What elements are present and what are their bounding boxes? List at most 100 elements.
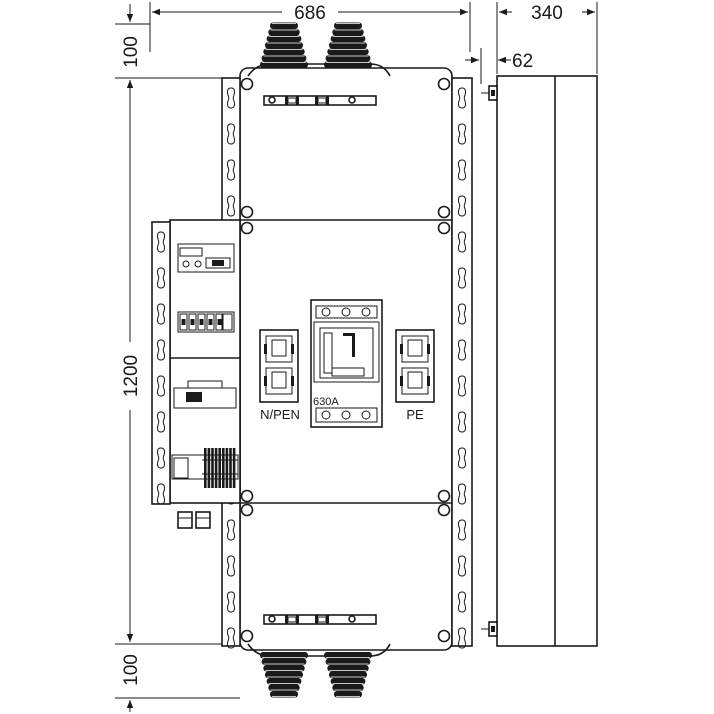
- rail-slot: [156, 483, 166, 505]
- rail-slot: [156, 447, 166, 469]
- rail-slot: [156, 267, 166, 289]
- terminal: [214, 448, 218, 488]
- mcb-toggle: [199, 319, 204, 325]
- terminal: [207, 448, 211, 488]
- terminal: [211, 448, 214, 488]
- neutral-terminal: N/PEN: [259, 329, 300, 422]
- screw: [437, 77, 451, 91]
- rail-slot: [457, 447, 467, 469]
- terminal: [204, 448, 207, 488]
- screw: [437, 205, 451, 219]
- rail-slot: [457, 267, 467, 289]
- rail-slot: [457, 591, 467, 613]
- rail-slot: [156, 339, 166, 361]
- dimension-height-bottom: 100: [115, 654, 240, 712]
- gland-ring: [329, 671, 367, 678]
- gland-ring: [325, 55, 371, 62]
- earth-terminal: PE: [395, 329, 435, 422]
- rail-slot: [226, 123, 236, 145]
- dimension-width-label: 686: [294, 3, 326, 24]
- rail-slot: [457, 519, 467, 541]
- rail-slot: [457, 231, 467, 253]
- terminal: [218, 448, 221, 488]
- cable-gland-bottom-left: [260, 652, 308, 698]
- dimension-depth-offset: 62: [465, 48, 533, 84]
- screw: [437, 489, 451, 503]
- gland-ring: [263, 48, 305, 55]
- gland-ring: [265, 671, 303, 678]
- screw: [437, 221, 451, 235]
- rail-slot: [457, 303, 467, 325]
- gland-ring: [330, 35, 366, 42]
- terminal: [229, 448, 232, 488]
- side-module: [151, 219, 241, 529]
- rail-slot: [156, 411, 166, 433]
- dimension-depth-label: 340: [531, 3, 563, 24]
- gland-ring: [266, 678, 302, 685]
- dimension-top-label: 100: [121, 36, 142, 68]
- cable-gland-top-left: [260, 22, 308, 68]
- cable-gland-bottom-right: [324, 652, 372, 698]
- screw: [240, 629, 254, 643]
- screw: [240, 77, 254, 91]
- rail-slot: [457, 411, 467, 433]
- terminal: [225, 448, 229, 488]
- main-breaker-630a: 630A: [310, 299, 383, 428]
- gland-ring: [330, 678, 366, 685]
- dimension-height-body: 1200: [115, 80, 225, 645]
- gland-ring: [268, 29, 300, 36]
- dimension-body-label: 1200: [121, 355, 142, 397]
- rail-slot: [457, 123, 467, 145]
- rail-slot: [226, 519, 236, 541]
- gland-ring: [261, 658, 307, 665]
- enclosure-side-view: [481, 75, 598, 647]
- cable-gland-top-right: [324, 22, 372, 68]
- mcb-pole: [188, 313, 197, 331]
- dimension-bottom-label: 100: [121, 654, 142, 686]
- gland-ring: [332, 684, 364, 691]
- dimension-width: 686: [149, 2, 471, 52]
- dimension-depth: 340: [496, 2, 598, 74]
- mcb-toggle: [217, 319, 222, 325]
- neutral-label: N/PEN: [260, 407, 300, 422]
- rail-slot: [457, 87, 467, 109]
- terminal: [222, 448, 225, 488]
- rail-slot: [156, 375, 166, 397]
- screw: [240, 221, 254, 235]
- dimension-offset-label: 62: [512, 51, 533, 72]
- rail-slot: [457, 159, 467, 181]
- gland-ring: [329, 42, 367, 49]
- busbar-bottom: [263, 614, 377, 625]
- busbar-top: [263, 95, 377, 106]
- mcb-pole: [215, 313, 224, 331]
- gland-ring: [327, 665, 369, 672]
- screw: [437, 629, 451, 643]
- gland-ring: [332, 29, 364, 36]
- terminal: [232, 448, 236, 488]
- rail-slot: [226, 555, 236, 577]
- screw: [240, 205, 254, 219]
- rail-slot: [226, 159, 236, 181]
- gland-ring: [261, 55, 307, 62]
- gland-ring: [268, 684, 300, 691]
- rail-slot: [226, 87, 236, 109]
- rail-slot: [156, 303, 166, 325]
- mcb-pole: [206, 313, 215, 331]
- gland-ring: [263, 665, 305, 672]
- breaker-label: 630A: [313, 396, 339, 408]
- mounting-rail-right: [451, 77, 473, 649]
- gland-ring: [270, 22, 298, 29]
- mcb-toggle: [181, 319, 186, 325]
- rail-slot: [226, 627, 236, 649]
- rail-slot: [226, 195, 236, 217]
- rail-slot: [226, 591, 236, 613]
- screw: [240, 489, 254, 503]
- gland-ring: [327, 48, 369, 55]
- gland-ring: [325, 658, 371, 665]
- screw: [437, 503, 451, 517]
- screw: [240, 503, 254, 517]
- gland-ring: [270, 691, 298, 698]
- rail-slot: [457, 627, 467, 649]
- rail-slot: [457, 483, 467, 505]
- mcb-aux: [221, 313, 233, 331]
